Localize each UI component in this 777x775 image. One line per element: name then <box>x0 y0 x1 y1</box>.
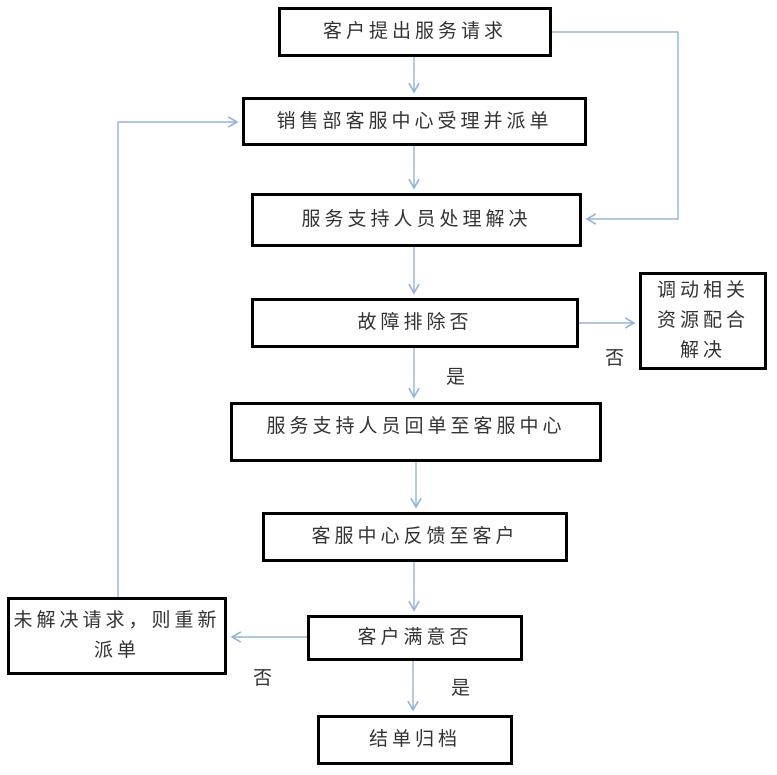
node-resources: 调动相关资源配合解决 <box>639 272 767 370</box>
node-request: 客户提出服务请求 <box>278 7 552 57</box>
node-request-label: 客户提出服务请求 <box>322 21 507 42</box>
edge-label-satisfy-yes: 是 <box>451 678 471 699</box>
node-archive-label: 结单归档 <box>368 729 461 750</box>
node-satisfy-check: 客户满意否 <box>307 615 523 661</box>
edge-label-fault-yes: 是 <box>446 367 466 388</box>
node-return-order-label: 服务支持人员回单至客服中心 <box>266 416 566 437</box>
node-fault-check-label: 故障排除否 <box>357 312 473 333</box>
node-redispatch: 未解决请求，则重新派单 <box>7 597 227 675</box>
edge-label-satisfy-no: 否 <box>253 668 273 689</box>
node-dispatch-label: 销售部客服中心受理并派单 <box>276 110 553 132</box>
node-redispatch-label: 未解决请求，则重新派单 <box>13 610 221 661</box>
node-feedback: 客服中心反馈至客户 <box>262 512 568 562</box>
node-feedback-label: 客服中心反馈至客户 <box>311 526 519 547</box>
node-satisfy-check-label: 客户满意否 <box>357 627 473 648</box>
node-handle-label: 服务支持人员处理解决 <box>301 209 532 230</box>
edge-label-fault-no: 否 <box>605 348 625 369</box>
edge-request-to-handle <box>552 31 679 225</box>
edge-redispatch-to-dispatch <box>117 116 239 597</box>
node-fault-check: 故障排除否 <box>251 298 579 348</box>
node-archive: 结单归档 <box>317 715 513 765</box>
node-dispatch: 销售部客服中心受理并派单 <box>242 97 587 146</box>
node-resources-label: 调动相关资源配合解决 <box>656 280 749 361</box>
node-return-order: 服务支持人员回单至客服中心 <box>230 402 602 462</box>
node-handle: 服务支持人员处理解决 <box>251 193 582 247</box>
